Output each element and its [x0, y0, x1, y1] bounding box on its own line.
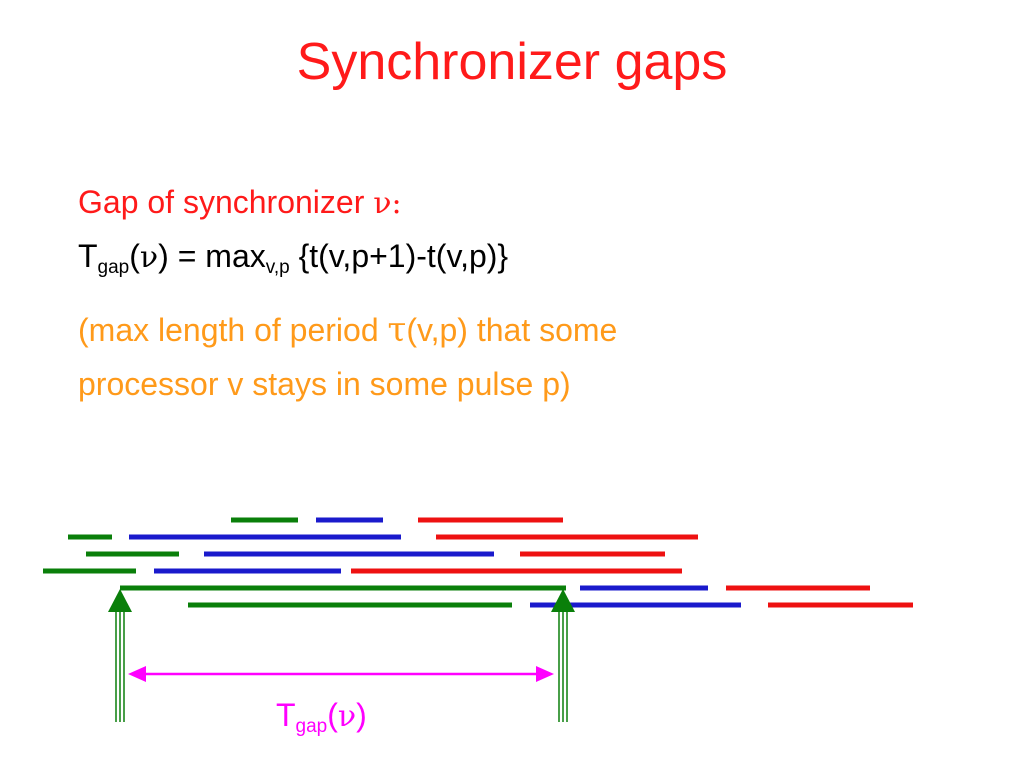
formula-equals: =: [168, 238, 206, 274]
explanation-line-1: (max length of period τ(v,p) that some: [78, 310, 617, 350]
start-arrow: [115, 612, 125, 722]
formula-gap-subscript: gap: [97, 257, 130, 278]
start-arrowhead: [108, 589, 132, 612]
formula-rhs: {t(v,p+1)-t(v,p)}: [289, 238, 509, 274]
definition-text: Gap of synchronizer: [78, 184, 365, 220]
gap-label-nu: ν: [337, 699, 357, 734]
definition-colon: :: [391, 186, 402, 221]
gap-span-arrowhead-left: [128, 666, 146, 682]
slide-title: Synchronizer gaps: [296, 33, 728, 91]
end-arrowhead: [551, 589, 575, 612]
formula-nu: ν: [139, 240, 159, 275]
tau-symbol: τ: [387, 310, 407, 350]
gap-label-paren-open: (: [327, 697, 338, 733]
gap-label: Tgap(ν): [276, 695, 367, 737]
formula-T: T: [78, 238, 98, 274]
explanation-line-2: processor v stays in some pulse p): [78, 366, 571, 402]
gap-label-T: T: [276, 697, 296, 733]
explanation-post: (v,p) that some: [406, 312, 618, 348]
formula-paren-open: (: [129, 238, 140, 274]
gap-label-subscript: gap: [295, 716, 328, 737]
explanation-pre: (max length of period: [78, 312, 388, 348]
gap-span-arrowhead-right: [536, 666, 554, 682]
formula-paren-close: ): [158, 238, 169, 274]
gap-formula: Tgap(ν) = maxv,p {t(v,p+1)-t(v,p)}: [78, 236, 508, 278]
formula-max: max: [205, 238, 266, 274]
gap-label-paren-close: ): [356, 697, 367, 733]
nu-symbol: ν: [373, 186, 392, 221]
definition-heading: Gap of synchronizer ν:: [78, 182, 402, 224]
end-arrow: [558, 612, 568, 722]
formula-max-subscript: v,p: [265, 257, 290, 278]
